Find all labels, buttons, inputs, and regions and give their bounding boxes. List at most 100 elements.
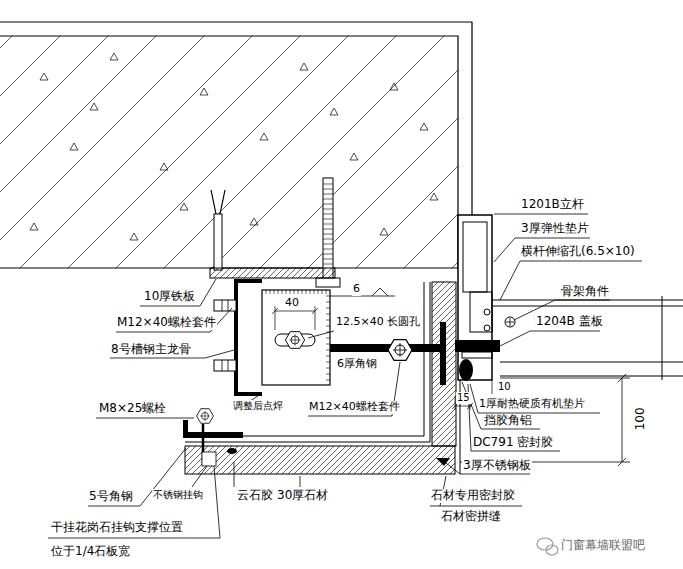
watermark-icon bbox=[537, 538, 558, 555]
concrete-slab bbox=[70, 143, 78, 150]
channel-steel bbox=[222, 300, 228, 371]
leader-lines bbox=[470, 384, 600, 413]
leader-lines bbox=[48, 466, 220, 538]
concrete-slab bbox=[330, 108, 338, 115]
leader-lines bbox=[430, 476, 522, 506]
part-label: 石材专用密封胶 bbox=[430, 489, 516, 503]
part-label: 6厚角钢 bbox=[336, 358, 378, 371]
leader-lines bbox=[500, 261, 642, 300]
concrete-slab bbox=[30, 223, 38, 230]
aluminum-mullion bbox=[462, 352, 492, 358]
part-label: 3厚不锈钢板 bbox=[462, 459, 532, 473]
watermark-icon bbox=[537, 538, 553, 550]
concrete-slab bbox=[110, 53, 118, 60]
concrete-slab bbox=[300, 63, 308, 70]
part-label: 12.5×40 长圆孔 bbox=[335, 316, 421, 329]
concrete-slab bbox=[130, 233, 138, 240]
concrete-slab bbox=[0, 22, 472, 268]
angle-steel-plate bbox=[262, 288, 446, 385]
leader-lines bbox=[494, 214, 588, 215]
dimension-lines bbox=[452, 374, 630, 466]
angle-steel-plate bbox=[388, 340, 412, 361]
concrete-slab bbox=[430, 193, 438, 200]
stone-frame bbox=[432, 282, 456, 446]
steel-plate bbox=[210, 268, 335, 278]
stone-frame bbox=[202, 452, 216, 466]
aluminum-mullion bbox=[463, 222, 487, 292]
part-label: 石材密拼缝 bbox=[440, 510, 502, 524]
anchor-bolts bbox=[323, 178, 333, 282]
concrete-slab bbox=[0, 36, 458, 268]
angle-steel-plate bbox=[330, 288, 395, 296]
channel-steel bbox=[214, 281, 262, 394]
concrete-slab bbox=[0, 22, 472, 268]
aluminum-mullion bbox=[506, 318, 514, 326]
part-label: 15 bbox=[456, 392, 471, 404]
part-label: 云石胶 bbox=[236, 489, 274, 503]
part-label: 6 bbox=[352, 283, 361, 296]
aluminum-mullion bbox=[459, 359, 473, 381]
stone-frame bbox=[185, 282, 430, 442]
leader-lines bbox=[96, 418, 194, 419]
watermark-icon bbox=[546, 545, 558, 555]
part-label: M8×25螺栓 bbox=[98, 402, 167, 416]
part-label: 5号角钢 bbox=[88, 490, 134, 504]
leader-lines bbox=[192, 466, 207, 487]
stone-frame bbox=[183, 432, 243, 438]
concrete-slab bbox=[380, 228, 388, 235]
part-label: 骨架角件 bbox=[560, 285, 610, 299]
anchor-bolts bbox=[211, 178, 340, 287]
dimension-lines bbox=[460, 374, 630, 466]
leader-lines bbox=[308, 331, 334, 338]
leader-lines bbox=[300, 476, 301, 487]
concrete-slab bbox=[260, 133, 268, 140]
part-label: 8号槽钢主龙骨 bbox=[110, 343, 192, 357]
aluminum-mullion bbox=[492, 296, 683, 380]
part-label: M12×40螺栓套件 bbox=[308, 401, 401, 414]
part-label: 不锈钢挂钩 bbox=[152, 489, 204, 501]
part-label: 位于1/4石板宽 bbox=[50, 545, 131, 559]
part-label: 40 bbox=[284, 297, 300, 310]
channel-steel bbox=[236, 281, 262, 394]
part-label: 挡胶角铝 bbox=[483, 414, 533, 428]
aluminum-mullion bbox=[455, 340, 500, 352]
stone-frame bbox=[227, 448, 237, 454]
leader-lines bbox=[468, 384, 560, 451]
aluminum-mullion bbox=[484, 309, 490, 315]
leader-lines bbox=[48, 214, 642, 538]
part-label: 1204B 盖板 bbox=[535, 315, 604, 329]
angle-steel-plate bbox=[285, 332, 304, 349]
channel-steel bbox=[214, 360, 236, 371]
stone-frame bbox=[183, 282, 460, 474]
concrete-slab bbox=[420, 123, 428, 130]
angle-steel-plate bbox=[330, 344, 442, 352]
part-label: 100 bbox=[634, 406, 648, 431]
aluminum-mullion bbox=[484, 325, 490, 331]
concrete-slab bbox=[390, 83, 398, 90]
watermark: 门窗幕墙联盟吧 bbox=[560, 539, 646, 553]
leader-lines bbox=[116, 308, 232, 332]
concrete-slab bbox=[350, 153, 358, 160]
leader-lines bbox=[234, 462, 235, 487]
anchor-bolts bbox=[323, 184, 333, 264]
part-label: M12×40螺栓套件 bbox=[116, 316, 217, 330]
part-label: 1201B立杆 bbox=[520, 198, 585, 212]
concrete-slab bbox=[180, 203, 188, 210]
channel-steel bbox=[214, 300, 236, 311]
stone-frame bbox=[185, 446, 455, 474]
part-label: 1厚耐热硬质有机垫片 bbox=[478, 398, 586, 411]
aluminum-mullion bbox=[470, 292, 492, 332]
concrete-slab bbox=[250, 218, 258, 225]
anchor-bolts bbox=[214, 214, 222, 270]
steel-plate bbox=[210, 268, 335, 278]
part-label: 干挂花岗石挂钩支撑位置 bbox=[50, 521, 184, 535]
dimension-lines bbox=[492, 380, 493, 394]
aluminum-mullion bbox=[458, 215, 492, 380]
part-label: 10厚铁板 bbox=[143, 290, 196, 304]
stone-frame bbox=[185, 282, 424, 436]
part-label: 10 bbox=[497, 381, 512, 393]
concrete-slab bbox=[40, 73, 48, 80]
concrete-slab bbox=[90, 103, 98, 110]
